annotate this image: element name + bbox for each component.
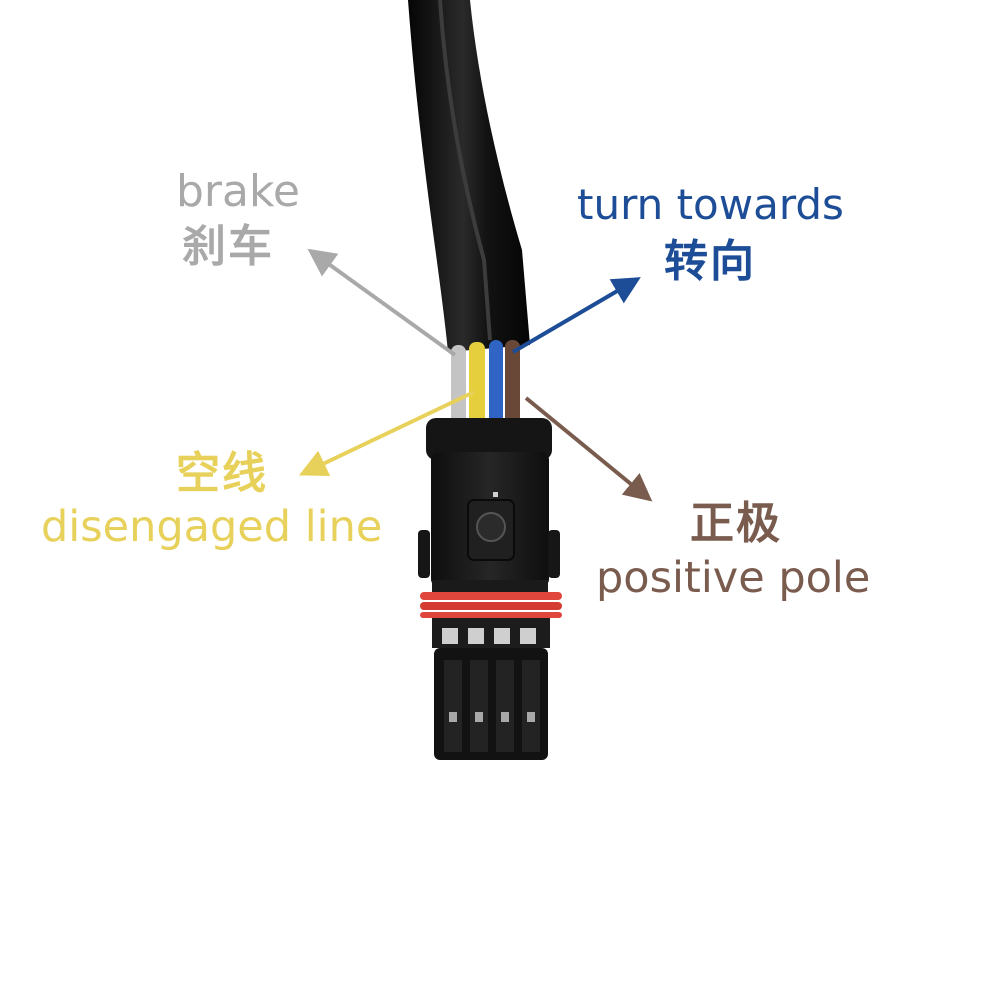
- brake-arrow: [307, 248, 457, 357]
- brake-label: brake: [176, 166, 300, 217]
- idle-label-zh: 空线: [176, 448, 268, 499]
- gray-wire: [451, 345, 466, 425]
- idle-label: disengaged line: [41, 502, 383, 552]
- brown-wire: [505, 340, 520, 426]
- cable-jacket-highlight: [438, 0, 492, 341]
- exposed-wires: [451, 340, 520, 426]
- brake-label-zh: 刹车: [182, 221, 274, 272]
- turn-arrow: [511, 277, 641, 354]
- positive-label: positive pole: [596, 553, 871, 603]
- idle-arrow: [298, 390, 475, 477]
- cable-jacket: [408, 0, 530, 352]
- pin-block: [432, 618, 550, 760]
- positive-label-zh: 正极: [690, 498, 782, 549]
- positive-arrow: [524, 396, 653, 502]
- yellow-wire: [469, 342, 485, 426]
- blue-wire: [489, 340, 503, 426]
- seal-rings: [420, 592, 562, 618]
- turn-label-zh: 转向: [664, 236, 756, 287]
- date-dial: [476, 512, 506, 542]
- turn-label: turn towards: [577, 180, 844, 229]
- connector-housing: [418, 418, 560, 598]
